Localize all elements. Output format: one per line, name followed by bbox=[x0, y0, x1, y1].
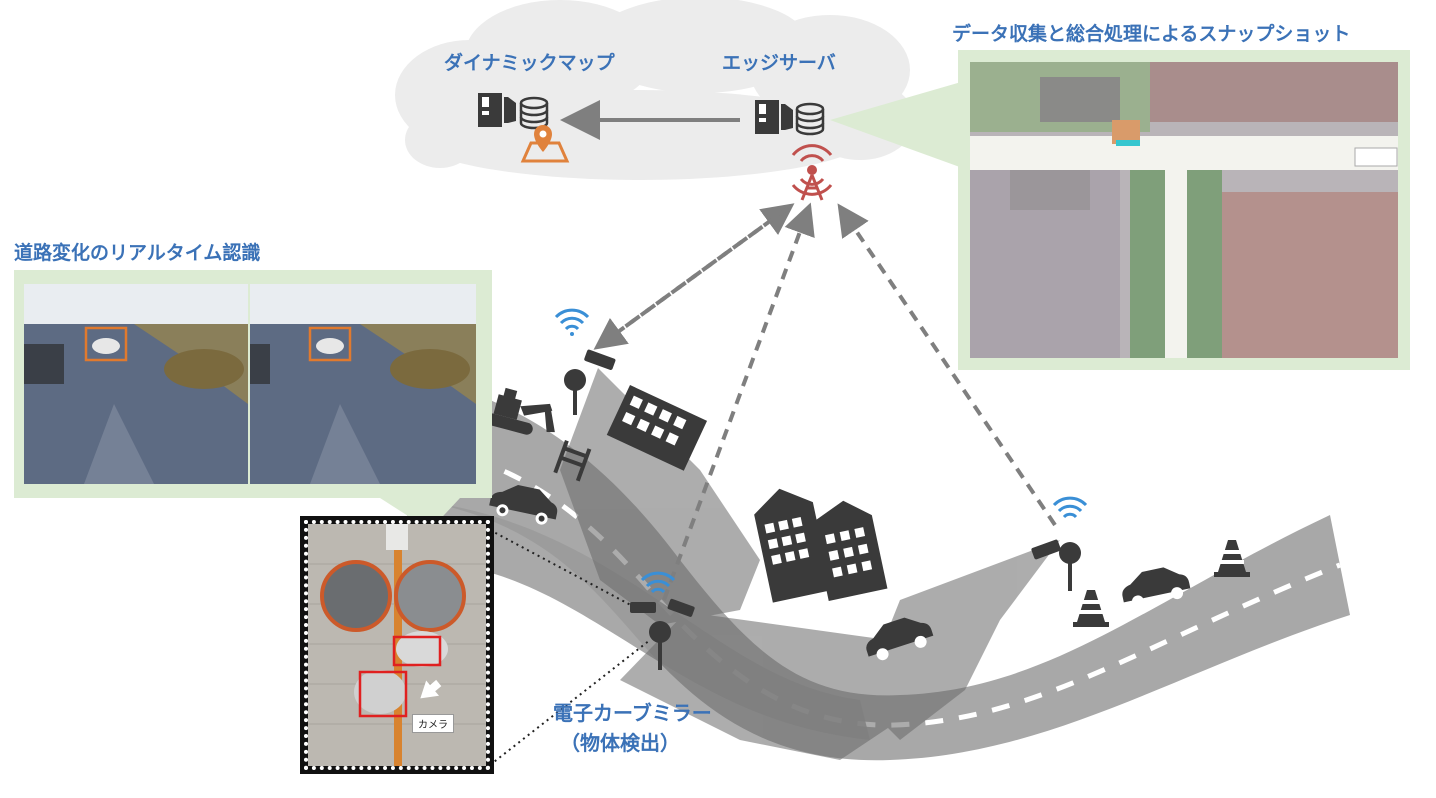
snapshot-title: データ収集と総合処理によるスナップショット bbox=[952, 23, 1351, 45]
realtime-title: 道路変化のリアルタイム認識 bbox=[14, 242, 261, 264]
wifi-icon bbox=[1052, 496, 1088, 519]
camera-frame-right bbox=[250, 284, 476, 484]
edge-server-icon bbox=[755, 100, 793, 134]
camera-icon bbox=[564, 349, 616, 415]
camera-frame-left bbox=[24, 284, 248, 484]
dynamic-map-label: ダイナミックマップ bbox=[444, 52, 615, 74]
camera-icon bbox=[630, 598, 695, 670]
dynamic-map-server-icon bbox=[478, 93, 516, 127]
car-icon bbox=[866, 617, 934, 661]
traffic-cone-icon bbox=[1073, 590, 1109, 627]
photo-leader-lines bbox=[489, 529, 651, 766]
mirror-photo-frame: カメラ bbox=[300, 516, 494, 774]
communication-links bbox=[593, 202, 1057, 601]
edge-server-label: エッジサーバ bbox=[722, 52, 836, 74]
camera-icon bbox=[1031, 539, 1081, 591]
antenna-icon bbox=[791, 144, 833, 201]
barrier-icon bbox=[553, 440, 592, 482]
building-icon bbox=[754, 488, 888, 603]
snapshot-panel bbox=[958, 50, 1410, 370]
database-icon bbox=[519, 96, 549, 130]
realtime-panel bbox=[14, 270, 492, 498]
car-icon bbox=[1122, 567, 1191, 608]
mirror-label-line2: （物体検出） bbox=[560, 731, 680, 755]
excavator-icon bbox=[485, 387, 555, 435]
map-pin-icon bbox=[520, 125, 570, 163]
wifi-icon bbox=[554, 308, 590, 336]
mirror-photo bbox=[308, 524, 486, 766]
camera-tag: カメラ bbox=[412, 714, 454, 733]
car-icon bbox=[489, 484, 558, 525]
building-icon bbox=[606, 385, 708, 471]
database-icon bbox=[795, 102, 825, 136]
traffic-cone-icon bbox=[1214, 540, 1250, 577]
wifi-icon bbox=[640, 571, 676, 594]
snapshot-map-image bbox=[970, 62, 1398, 358]
mirror-label-line1: 電子カーブミラー bbox=[553, 701, 712, 725]
snapshot-callout-tail bbox=[830, 80, 968, 170]
